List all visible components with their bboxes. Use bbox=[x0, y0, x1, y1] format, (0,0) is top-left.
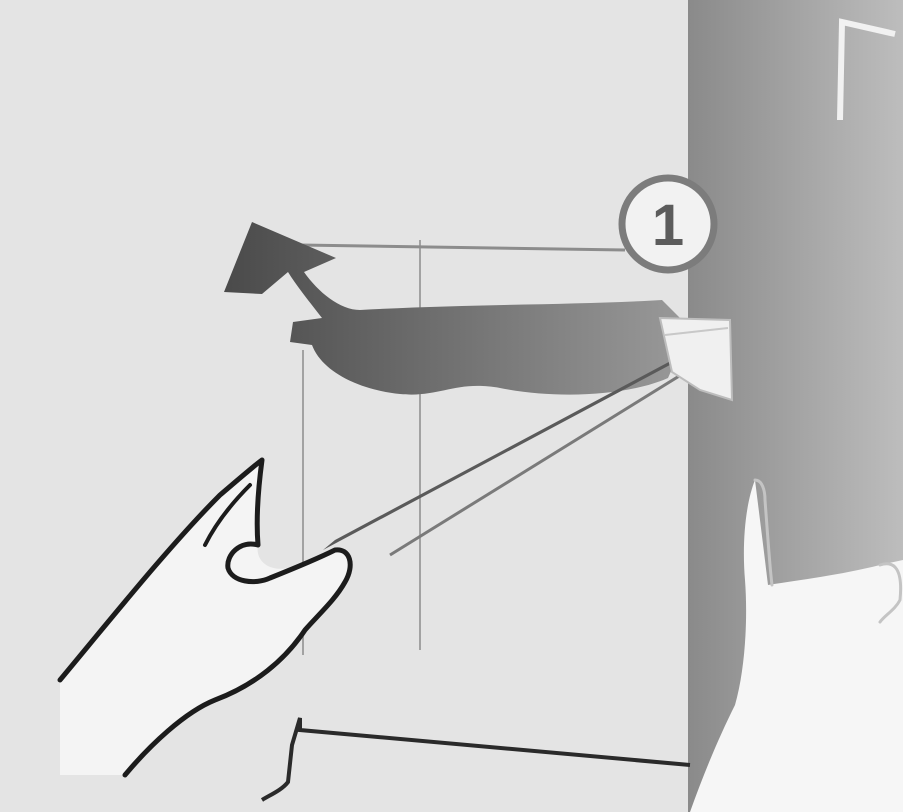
callout-number: 1 bbox=[652, 193, 684, 258]
callout-marker: 1 bbox=[622, 178, 714, 270]
